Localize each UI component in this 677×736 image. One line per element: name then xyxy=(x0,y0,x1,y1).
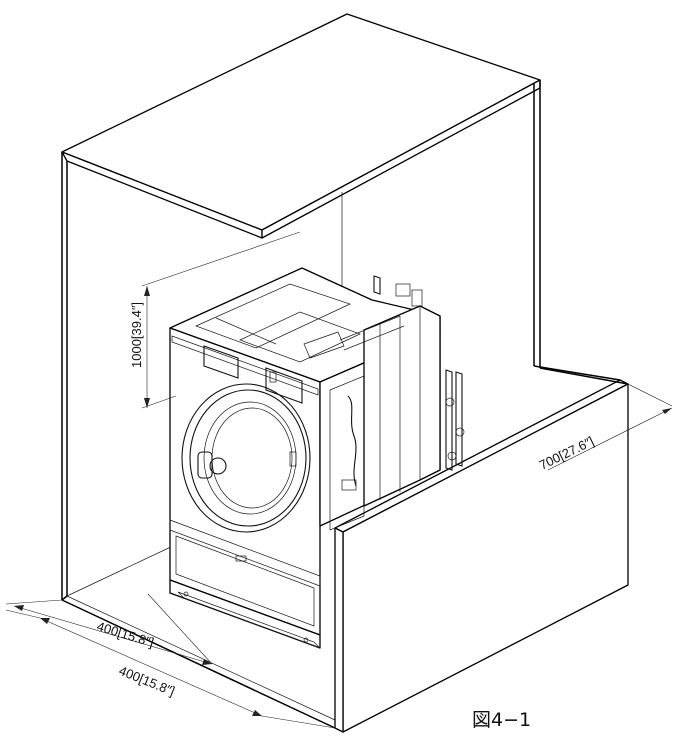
foot-bolt-right xyxy=(303,637,309,643)
base-flange xyxy=(177,591,321,649)
side-clearance-arrow-right xyxy=(252,710,262,716)
foot-bolt-left xyxy=(183,591,189,597)
top-seam xyxy=(215,317,277,345)
kick-panel-slot xyxy=(235,555,247,562)
front-clearance-ext-mid xyxy=(147,593,213,665)
door-middle-ring xyxy=(189,389,307,527)
door-outer-ring xyxy=(181,383,311,533)
kick-panel-top xyxy=(169,519,321,587)
side-clearance-label: 400[15.8″] xyxy=(117,663,177,699)
valve-1 xyxy=(445,397,455,407)
side-clearance-dim-line xyxy=(39,617,263,717)
door-handle xyxy=(197,451,213,479)
side-clearance-arrow-left xyxy=(40,618,50,624)
side-hose xyxy=(347,395,357,487)
height-dimension-label: 1000[39.4″] xyxy=(129,302,144,368)
depth-dim-line xyxy=(547,407,673,471)
front-clearance-dim-line xyxy=(13,605,213,665)
height-extension-bottom xyxy=(141,395,177,409)
display-window-right xyxy=(265,367,303,404)
front-extension-1 xyxy=(5,599,63,605)
depth-extension-right xyxy=(627,383,673,407)
floor-front-edge xyxy=(61,599,336,729)
top-valve-box xyxy=(395,283,411,297)
indicator-lamp xyxy=(269,371,277,383)
washer-machine xyxy=(169,267,465,649)
ledge-line-2 xyxy=(539,367,629,385)
floor-back-left-line xyxy=(66,544,176,597)
top-junction-box xyxy=(303,331,345,359)
door-hinge xyxy=(289,451,297,467)
enclosure xyxy=(61,13,629,733)
height-extension-top xyxy=(141,231,301,287)
rear-pipe-2 xyxy=(455,371,463,467)
door-lock-knob xyxy=(209,457,227,475)
height-arrow-bottom xyxy=(144,398,150,408)
top-inlet-pipe xyxy=(373,275,381,295)
top-panel-2 xyxy=(239,311,361,363)
dimension-height: 1000[39.4″] xyxy=(129,231,301,409)
depth-arrow-right xyxy=(662,408,672,414)
side-service-panel xyxy=(329,375,365,531)
front-bezel xyxy=(171,335,319,396)
ledge-line xyxy=(533,365,621,381)
valve-3 xyxy=(447,451,457,461)
rear-pipe-1 xyxy=(445,369,453,471)
figure-caption: 図4−1 xyxy=(472,709,531,731)
front-clearance-arrow-left xyxy=(14,605,24,611)
kick-panel xyxy=(175,535,315,627)
display-window-left xyxy=(203,345,239,379)
valve-2 xyxy=(455,427,465,437)
top-pipe-run-2 xyxy=(343,325,405,351)
rear-tank xyxy=(363,305,441,507)
left-wall-foot xyxy=(61,595,68,601)
front-clearance-arrow-right xyxy=(202,659,212,665)
hose-fitting xyxy=(341,479,357,491)
side-wall-edge xyxy=(334,527,344,733)
height-arrow-top xyxy=(144,286,150,296)
floor-front-inner xyxy=(66,595,336,721)
top-panel-1 xyxy=(195,283,351,349)
front-extension-2 xyxy=(5,609,41,619)
top-valve-box-2 xyxy=(411,289,423,307)
side-clearance-ext-right xyxy=(261,715,336,729)
top-pipe-run xyxy=(339,315,401,341)
